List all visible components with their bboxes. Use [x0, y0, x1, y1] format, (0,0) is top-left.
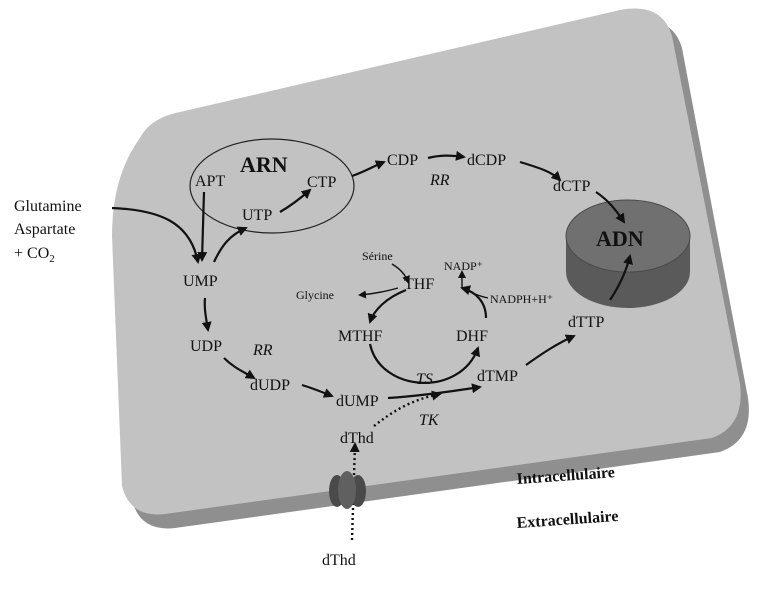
arrow-apt-ump [197, 191, 208, 262]
rr-mid-label: RR [252, 342, 273, 359]
aspartate-label: Aspartate [14, 221, 75, 238]
dump-label: dUMP [336, 393, 379, 410]
arrow-tk [373, 390, 442, 427]
arrow-ctp-cdp [351, 160, 386, 178]
arn-ellipse [189, 138, 355, 234]
glycine-label: Glycine [296, 288, 334, 302]
utp-label: UTP [242, 207, 272, 224]
extracellulaire-label: Extracellulaire [516, 508, 619, 532]
arrow-cdp-dcdp [427, 150, 466, 161]
dttp-label: dTTP [568, 314, 605, 331]
arrow-nadph [465, 289, 489, 299]
dudp-label: dUDP [250, 377, 290, 394]
ts-label: TS [416, 371, 433, 388]
arrow-dudp-dump [301, 383, 334, 398]
udp-label: UDP [190, 338, 222, 355]
arrow-glycine [358, 287, 399, 299]
arrow-ts-cycle [368, 343, 480, 384]
dhf-label: DHF [456, 328, 488, 345]
nadp-label: NADP⁺ [444, 259, 483, 273]
co2-label: + CO2 [14, 245, 55, 265]
nadph-label: NADPH+H⁺ [490, 292, 553, 306]
dctp-label: dCTP [553, 178, 590, 195]
arrows [111, 150, 633, 400]
apt-label: APT [195, 173, 225, 190]
tk-label: TK [419, 412, 440, 429]
arrow-ump-utp [213, 226, 248, 263]
dtmp-label: dTMP [477, 368, 518, 385]
arrow-dtmp-dttp [525, 334, 576, 366]
serine-label: Sérine [362, 249, 393, 263]
dcdp-label: dCDP [467, 152, 506, 169]
arrow-transport [349, 442, 360, 541]
dotted-arrows [349, 390, 442, 541]
arrow-dctp-adn [595, 191, 626, 224]
arrow-utp-ctp [279, 188, 312, 213]
ump-label: UMP [183, 273, 218, 290]
dthd-inside-label: dThd [340, 430, 374, 447]
mthf-label: MTHF [338, 328, 383, 345]
arrow-dttp-adn [609, 254, 633, 301]
membrane-transporter [329, 471, 366, 509]
arn-label: ARN [240, 152, 288, 177]
intracellulaire-label: Intracellulaire [516, 464, 615, 488]
arrow-serine [391, 263, 410, 284]
arrow-ump-udp [201, 297, 212, 332]
arrow-udp-dudp [223, 357, 256, 380]
arrow-dhf-thf [460, 285, 488, 319]
thf-label: THF [404, 276, 434, 293]
arrow-dcdp-dctp [519, 160, 562, 182]
ctp-label: CTP [307, 174, 336, 191]
cdp-label: CDP [387, 152, 418, 169]
arrow-thf-mthf [367, 288, 407, 324]
cell-membrane [112, 8, 741, 515]
adn-label: ADN [596, 226, 644, 251]
glutamine-label: Glutamine [14, 198, 82, 215]
adn-cylinder [565, 199, 691, 308]
rr-top-label: RR [429, 172, 450, 189]
arrow-glutamine-ump [111, 206, 202, 264]
dthd-outside-label: dThd [322, 552, 356, 569]
small-arrows [358, 263, 489, 299]
